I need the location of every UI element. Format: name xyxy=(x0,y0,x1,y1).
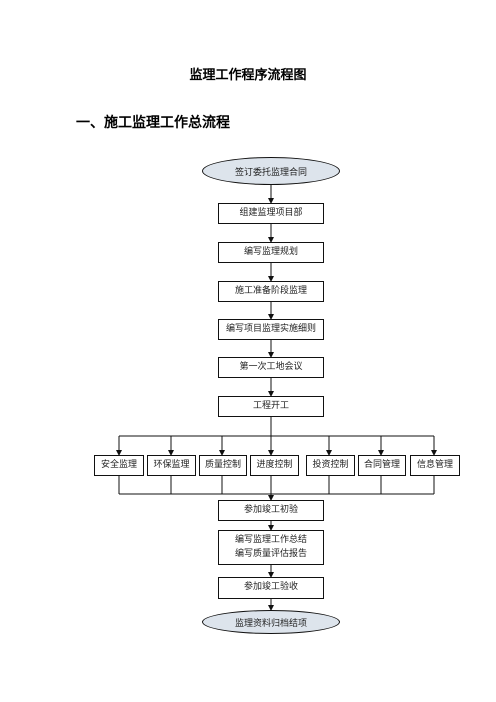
branch-safety: 安全监理 xyxy=(94,455,144,476)
step-implementation-rules: 编写项目监理实施细则 xyxy=(218,319,324,340)
step-final-acceptance: 参加竣工验收 xyxy=(218,577,324,599)
step-first-site-meeting: 第一次工地会议 xyxy=(218,357,324,378)
step-summary-report: 编写监理工作总结 编写质量评估报告 xyxy=(218,530,324,565)
step-initial-inspection: 参加竣工初验 xyxy=(218,500,324,521)
section-heading: 一、施工监理工作总流程 xyxy=(76,115,230,131)
branch-information: 信息管理 xyxy=(410,455,460,476)
step-construction-start: 工程开工 xyxy=(218,396,324,417)
start-node: 签订委托监理合同 xyxy=(202,157,340,185)
summary-line-2: 编写质量评估报告 xyxy=(234,548,307,559)
document-title: 监理工作程序流程图 xyxy=(189,68,307,83)
summary-line-1: 编写监理工作总结 xyxy=(234,535,307,546)
end-node: 监理资料归档结项 xyxy=(202,610,340,634)
branch-investment: 投资控制 xyxy=(306,455,355,476)
step-setup-project-dept: 组建监理项目部 xyxy=(218,203,324,224)
branch-contract: 合同管理 xyxy=(358,455,406,476)
branch-quality: 质量控制 xyxy=(199,455,247,476)
step-preparation: 施工准备阶段监理 xyxy=(218,281,324,302)
step-write-plan: 编写监理规划 xyxy=(218,242,324,263)
branch-schedule: 进度控制 xyxy=(250,455,299,476)
branch-environment: 环保监理 xyxy=(147,455,196,476)
